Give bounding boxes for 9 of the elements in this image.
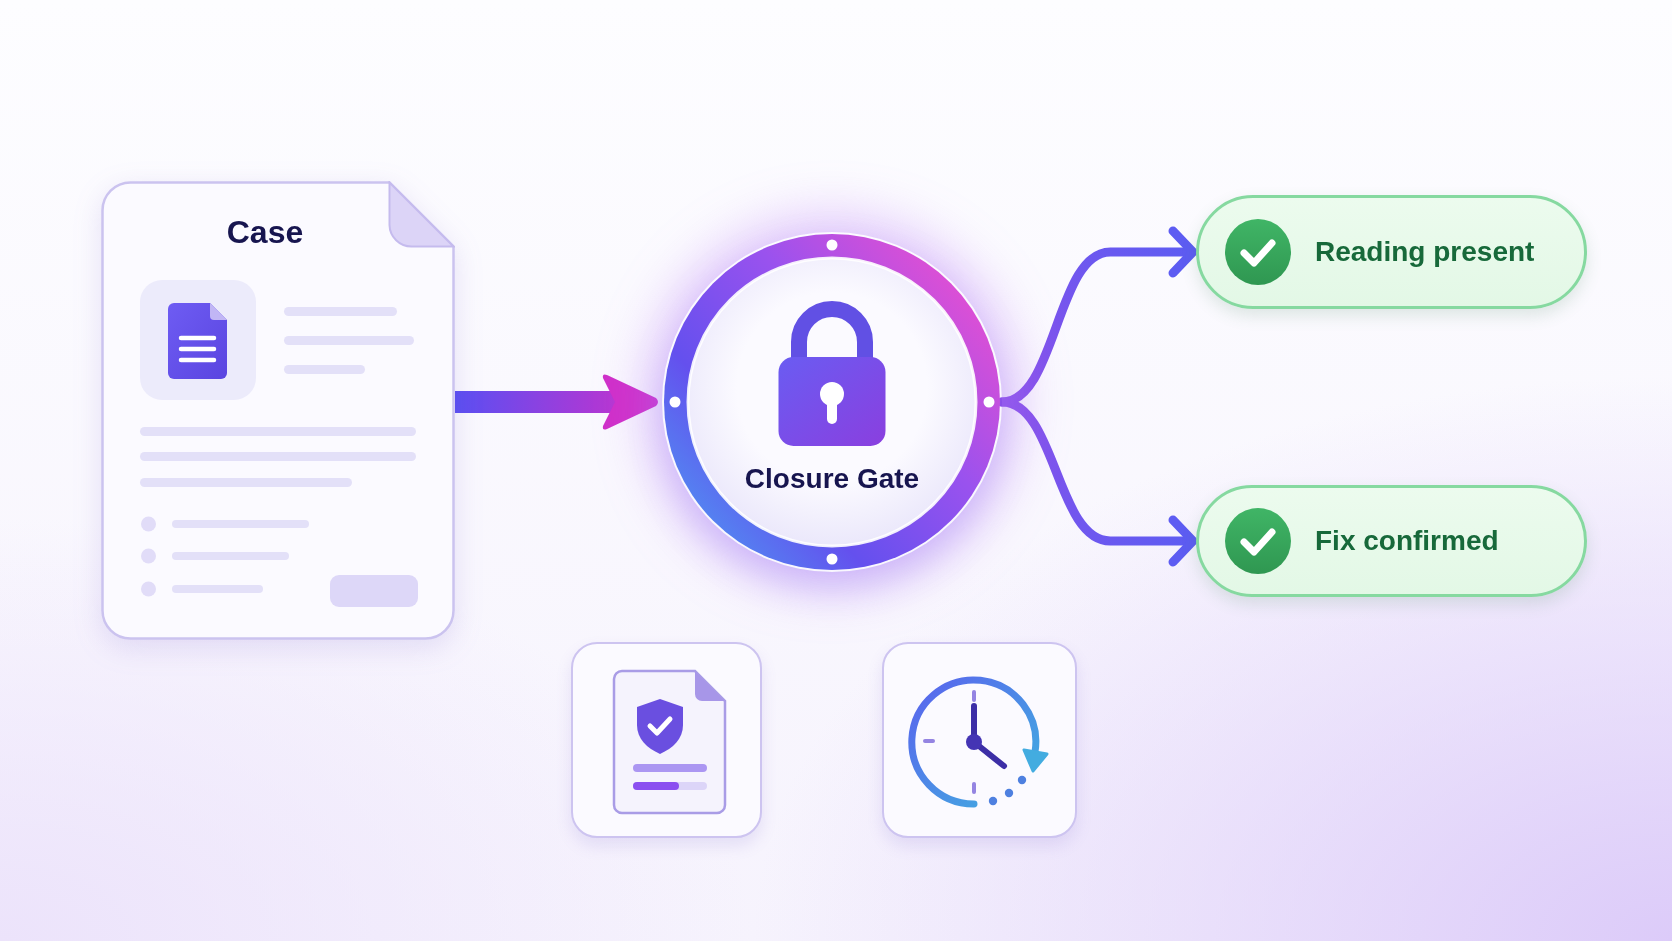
status-label: Reading present xyxy=(1315,235,1535,269)
icon-tile xyxy=(571,642,762,838)
card-title: Case xyxy=(226,214,304,251)
icon-tile xyxy=(882,642,1077,838)
arrow xyxy=(997,397,1198,567)
gate-label: Closure Gate xyxy=(744,463,920,496)
status-label: Fix confirmed xyxy=(1315,524,1499,558)
gate-circle xyxy=(662,232,1002,572)
document-card xyxy=(101,181,455,640)
